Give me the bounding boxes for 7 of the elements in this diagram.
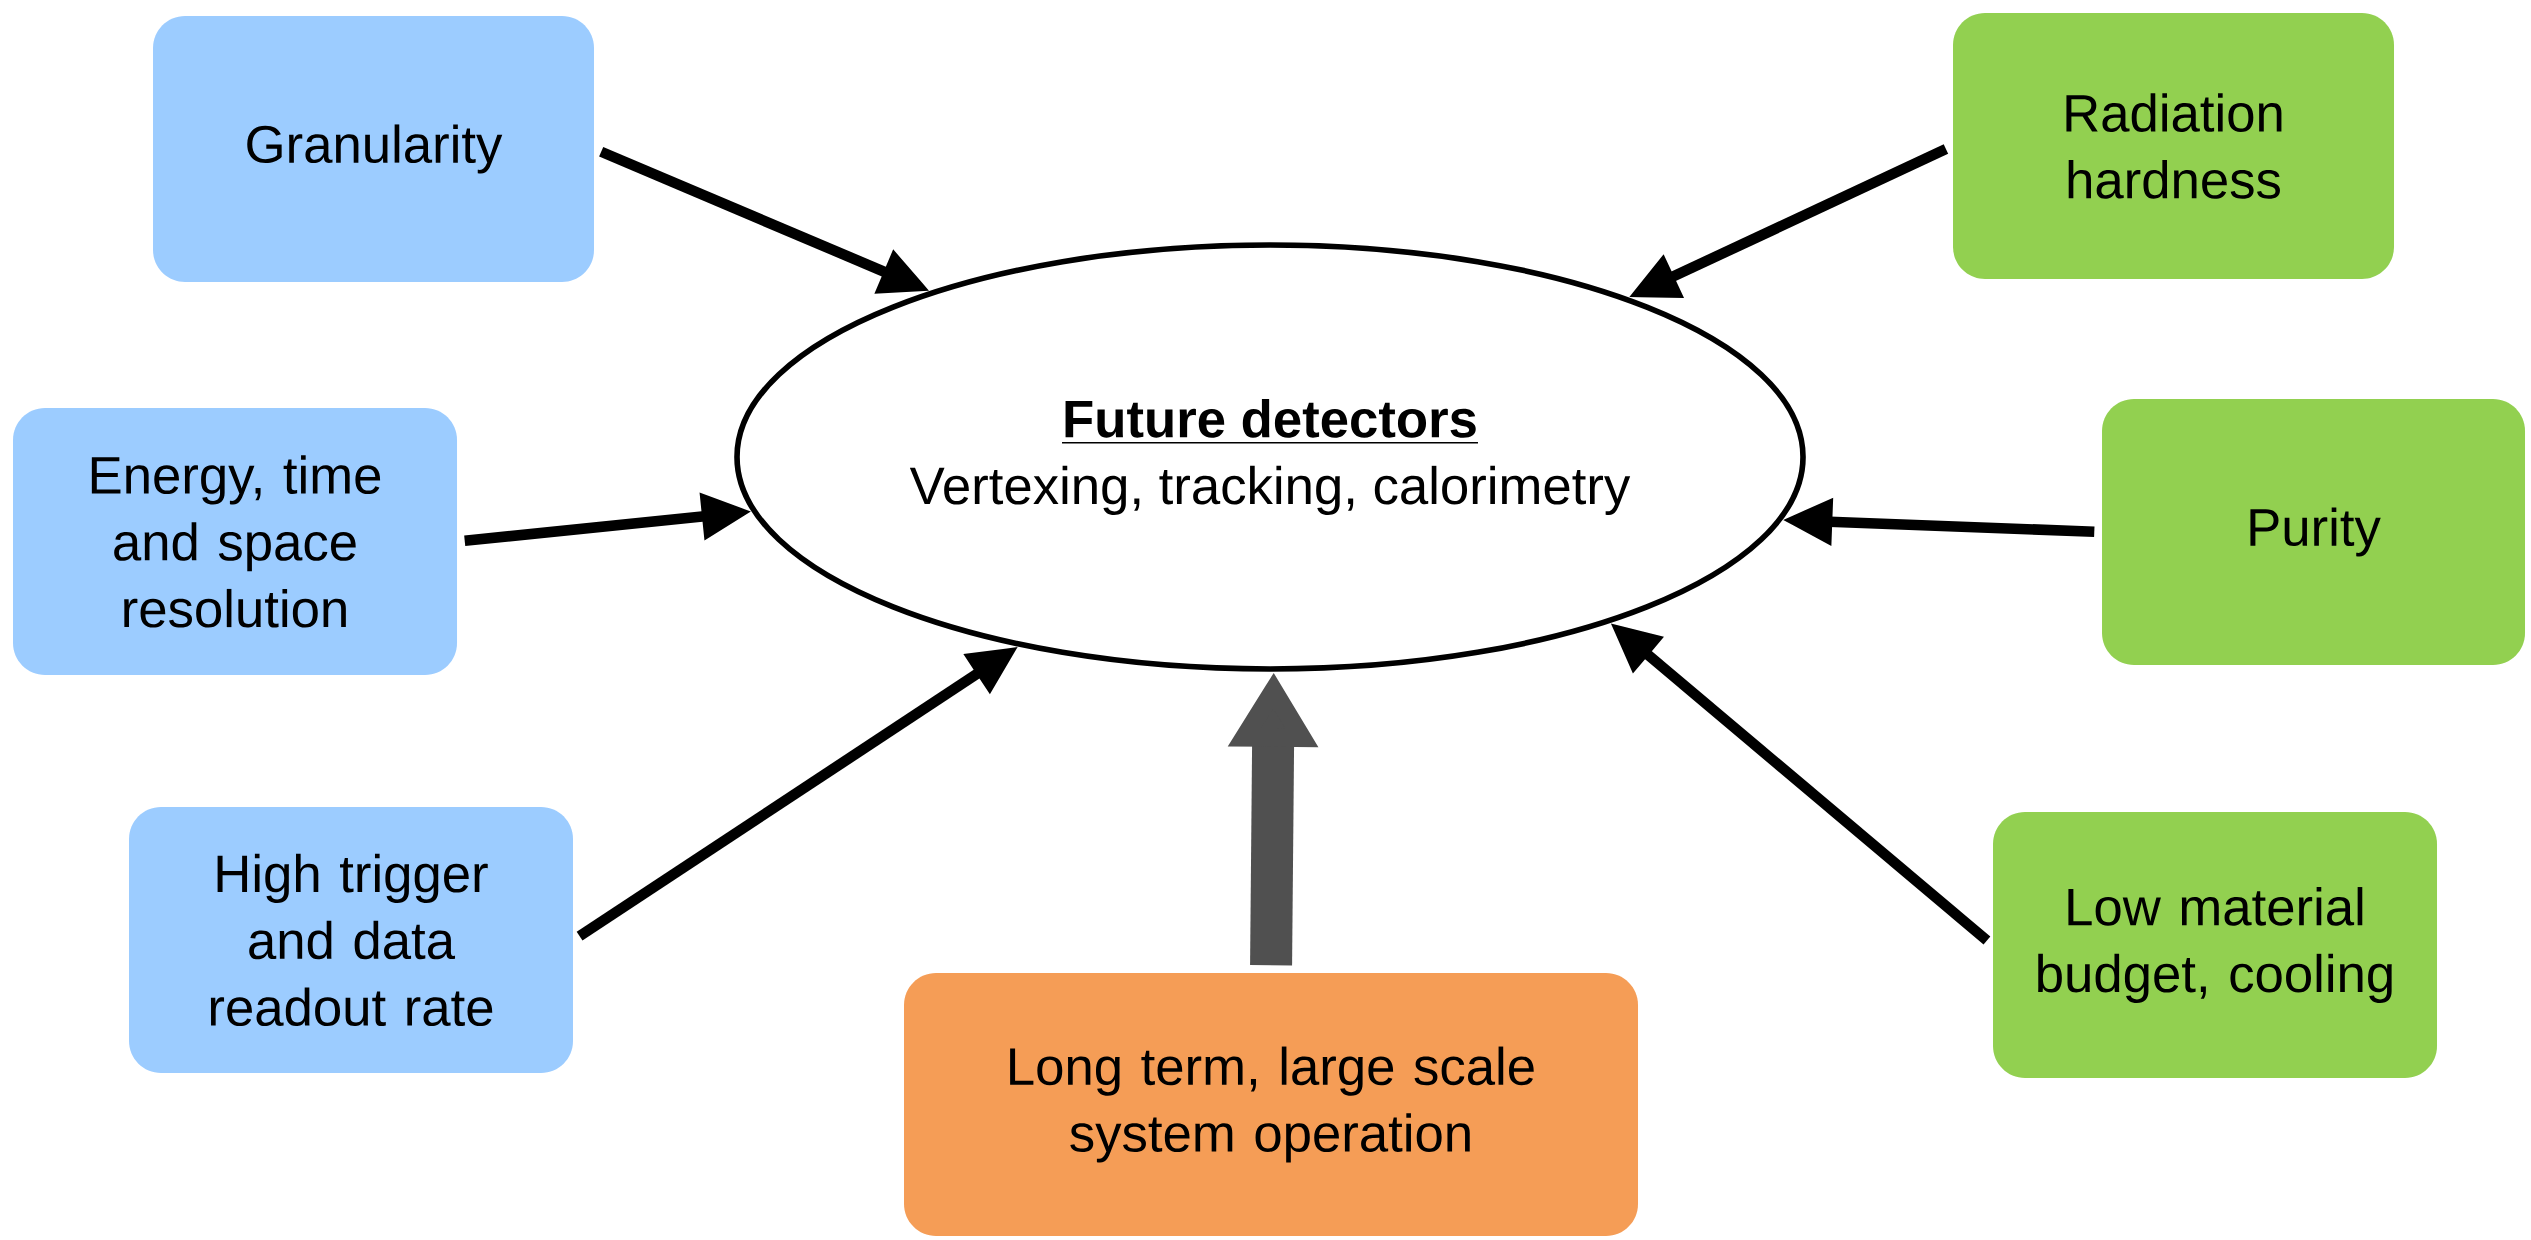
text-box: Long term, large scale system operation xyxy=(904,973,1638,1236)
text-box: Low material budget, cooling xyxy=(1993,812,2437,1078)
text-box: Radiation hardness xyxy=(1953,13,2394,279)
text-box: High trigger and data readout rate xyxy=(129,807,573,1073)
text-box: Purity xyxy=(2102,399,2525,665)
text-box: Granularity xyxy=(153,16,594,282)
text-box: Energy, time and space resolution xyxy=(13,408,457,675)
